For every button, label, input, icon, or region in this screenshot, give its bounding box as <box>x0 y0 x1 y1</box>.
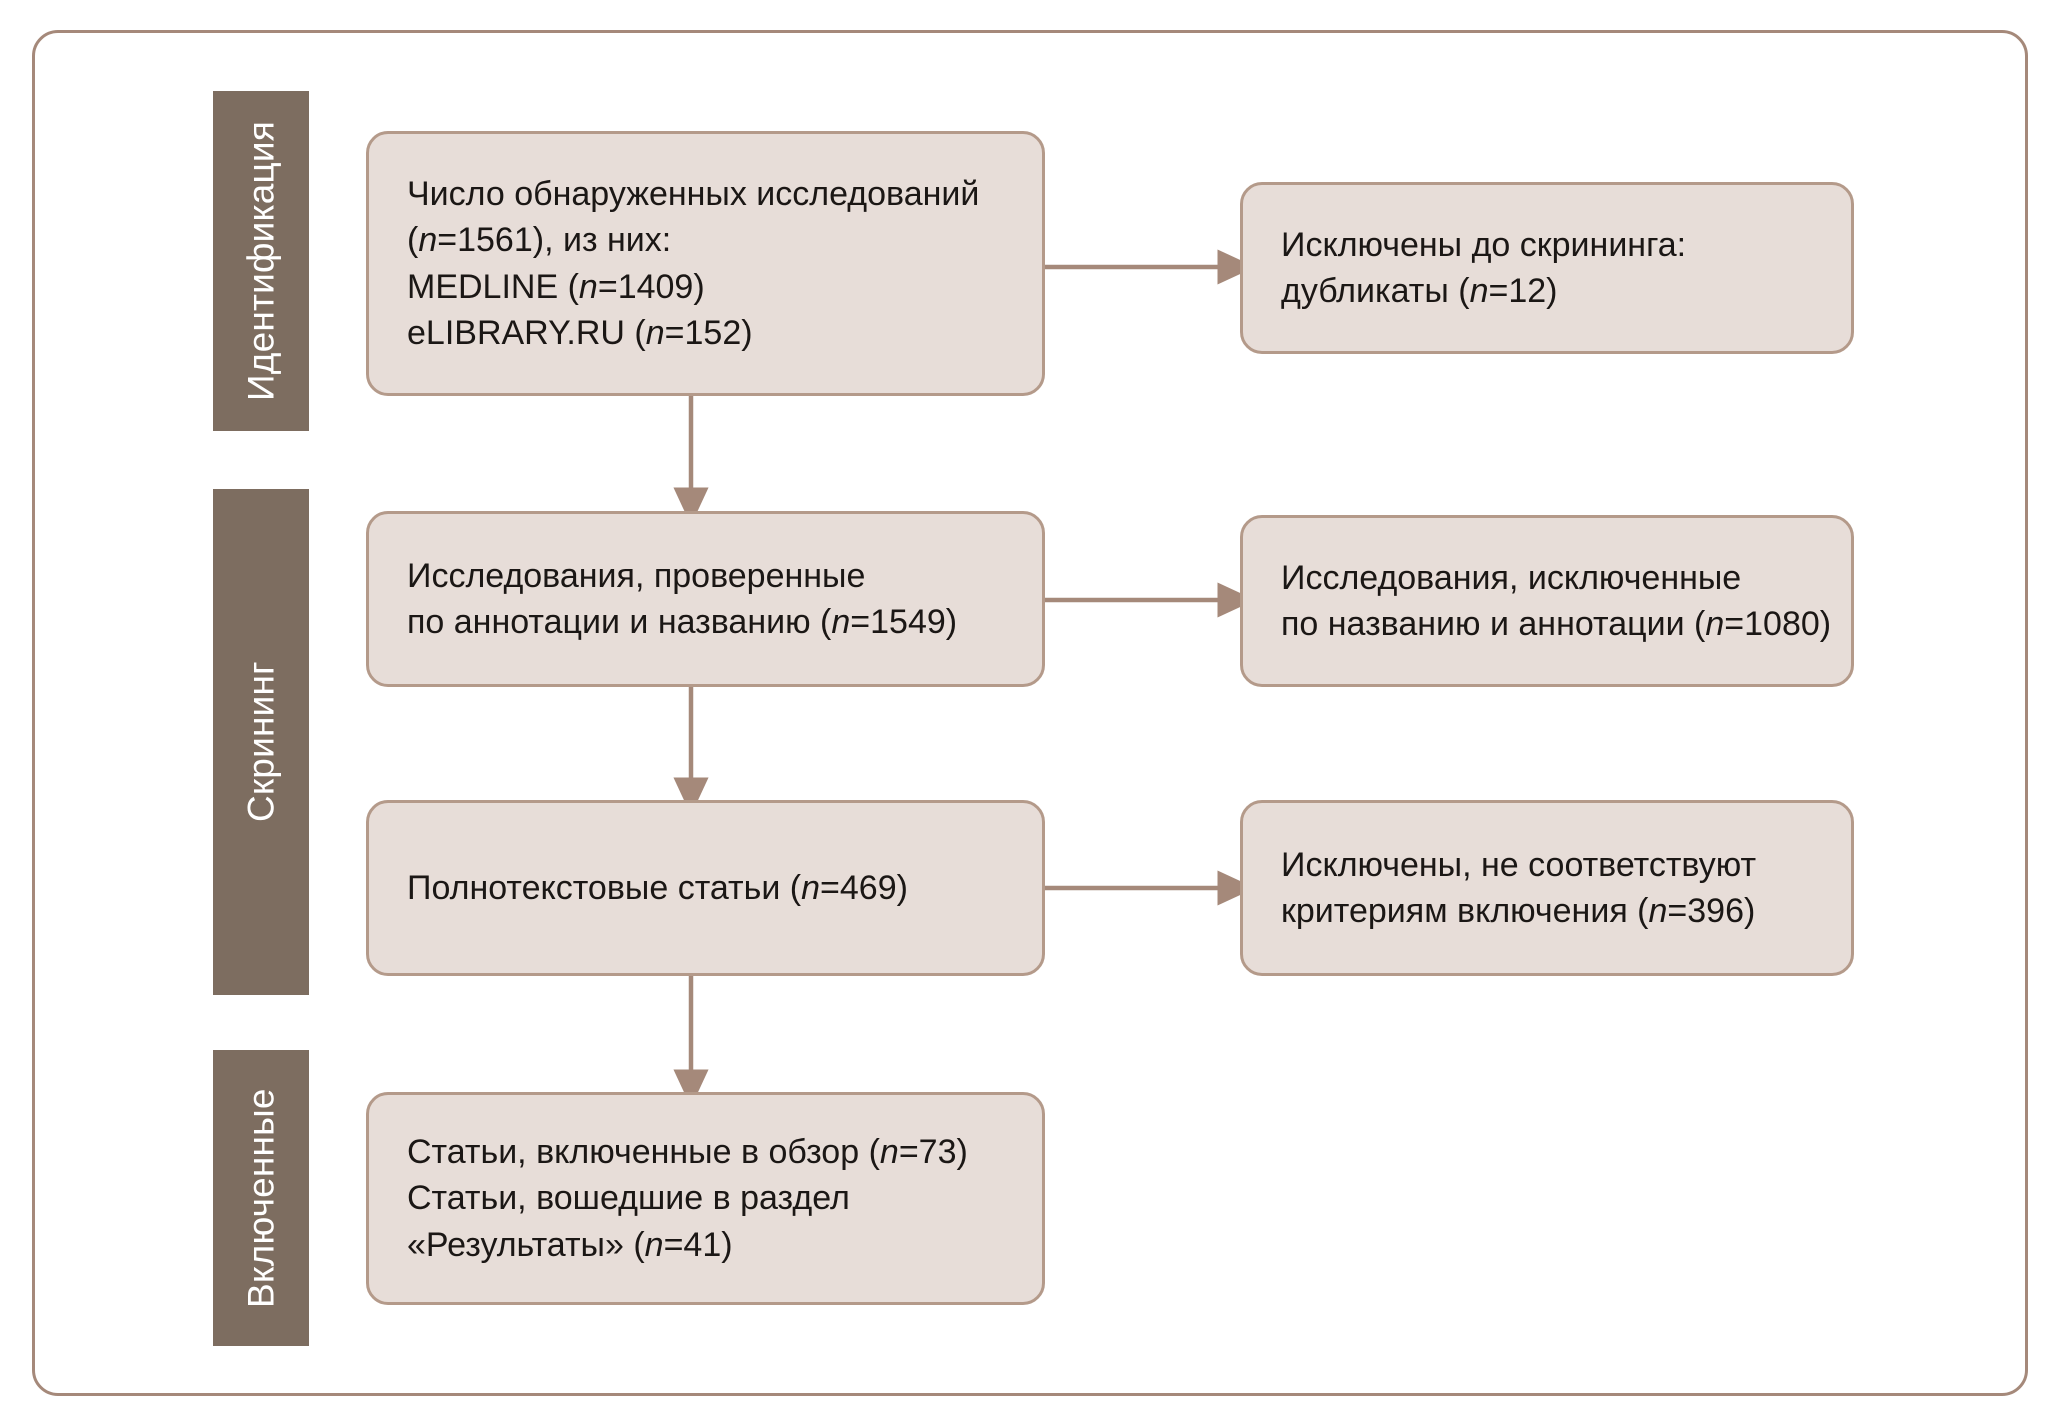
stage-band-screening: Скрининг <box>213 489 309 995</box>
node-identified-studies: Число обнаруженных исследований(n=1561),… <box>366 131 1045 396</box>
node-fulltext-articles: Полнотекстовые статьи (n=469) <box>366 800 1045 976</box>
node-duplicates-excluded-text: Исключены до скрининга:дубликаты (n=12) <box>1281 225 1687 310</box>
node-fulltext-articles-text: Полнотекстовые статьи (n=469) <box>407 868 908 907</box>
node-included-articles-text: Статьи, включенные в обзор (n=73)Статьи,… <box>407 1133 968 1264</box>
stage-band-identification: Идентификация <box>213 91 309 431</box>
node-identified-studies-text: Число обнаруженных исследований(n=1561),… <box>407 175 980 352</box>
stage-label-included: Включенные <box>240 1088 282 1308</box>
node-included-articles: Статьи, включенные в обзор (n=73)Статьи,… <box>366 1092 1045 1305</box>
node-duplicates-excluded: Исключены до скрининга:дубликаты (n=12) <box>1240 182 1854 354</box>
stage-label-screening: Скрининг <box>240 661 282 823</box>
stage-label-identification: Идентификация <box>240 121 282 401</box>
stage-band-included: Включенные <box>213 1050 309 1346</box>
diagram-frame <box>32 30 2028 1396</box>
